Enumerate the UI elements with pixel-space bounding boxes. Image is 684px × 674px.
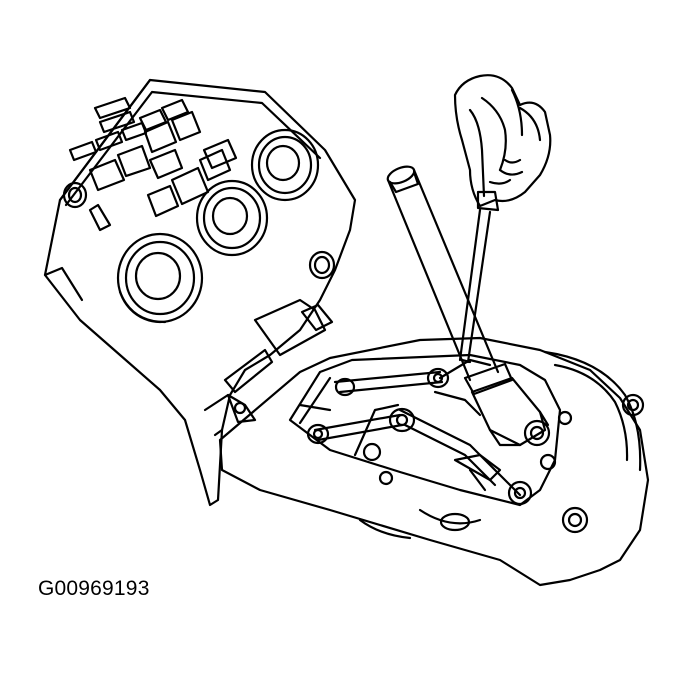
figure-id-label: G00969193 [38,577,150,600]
detent-plate [398,358,522,497]
shifter-base [218,336,650,587]
vent-knob-large [116,232,204,324]
linkage-rods [298,367,450,457]
console-bracket [203,298,334,424]
vent-knob-right [250,128,320,202]
center-console-panel [43,78,357,507]
small-screw-knob [308,250,336,280]
switch-buttons [62,96,238,232]
shift-lever [386,165,551,447]
hand [453,74,552,208]
vent-knob-middle [195,179,269,257]
screwdriver [458,190,500,364]
